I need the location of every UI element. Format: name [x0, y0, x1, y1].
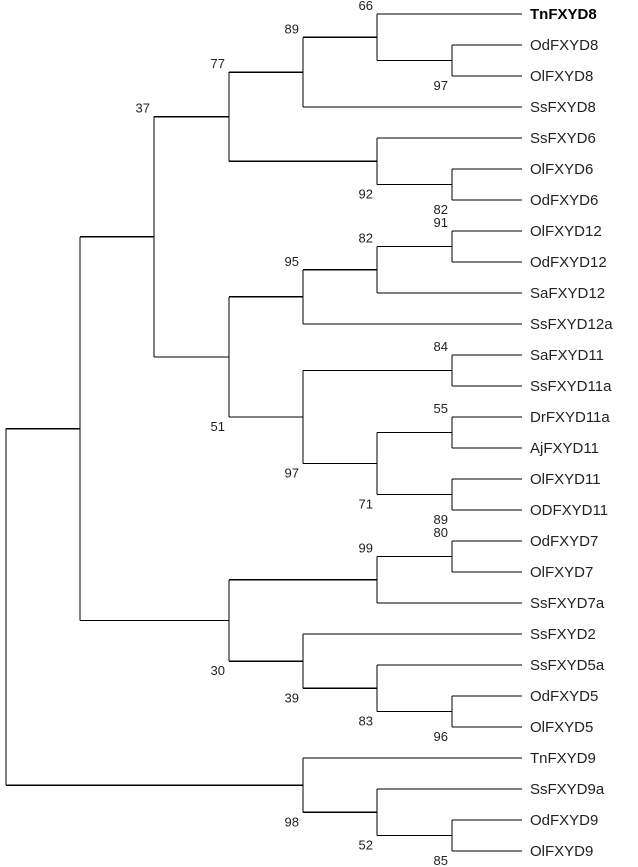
leaf-label: OlFXYD12 — [530, 223, 602, 240]
bootstrap-value: 39 — [285, 690, 299, 705]
leaf-label: ODFXYD11 — [530, 502, 608, 519]
leaf-label: AjFXYD11 — [530, 440, 599, 457]
leaf-label: OdFXYD12 — [530, 254, 607, 271]
leaf-label: OlFXYD8 — [530, 68, 593, 85]
bootstrap-value: 89 — [285, 21, 299, 36]
bootstrap-value: 30 — [211, 663, 225, 678]
leaf-label: OdFXYD8 — [530, 37, 598, 54]
bootstrap-value: 98 — [285, 814, 299, 829]
bootstrap-value: 95 — [285, 254, 299, 269]
leaf-label: OdFXYD7 — [530, 533, 598, 550]
leaf-label: OdFXYD5 — [530, 688, 598, 705]
leaf-label: SsFXYD7a — [530, 595, 605, 612]
leaf-label: SsFXYD8 — [530, 99, 596, 116]
bootstrap-value: 96 — [434, 729, 448, 744]
leaf-label: OlFXYD6 — [530, 161, 593, 178]
bootstrap-value: 51 — [211, 419, 225, 434]
bootstrap-value: 89 — [434, 512, 448, 527]
bootstrap-value: 85 — [434, 853, 448, 867]
bootstrap-value: 66 — [359, 0, 373, 13]
bootstrap-value: 83 — [359, 714, 373, 729]
bootstrap-value: 77 — [211, 56, 225, 71]
bootstrap-value: 91 — [434, 215, 448, 230]
leaf-label: SaFXYD12 — [530, 285, 605, 302]
bootstrap-value: 99 — [359, 541, 373, 556]
bootstrap-value: 92 — [359, 187, 373, 202]
leaf-label: OlFXYD7 — [530, 564, 593, 581]
leaf-label: OlFXYD5 — [530, 719, 593, 736]
leaf-label: DrFXYD11a — [530, 409, 610, 426]
bootstrap-value: 97 — [285, 466, 299, 481]
bootstrap-value: 52 — [359, 838, 373, 853]
bootstrap-value: 82 — [434, 202, 448, 217]
bootstrap-value: 84 — [434, 339, 448, 354]
bootstrap-value: 55 — [434, 401, 448, 416]
leaf-label: SsFXYD6 — [530, 130, 596, 147]
leaf-label: OlFXYD11 — [530, 471, 601, 488]
leaf-label: SsFXYD2 — [530, 626, 596, 643]
leaf-label: SsFXYD11a — [530, 378, 612, 395]
leaf-label: OdFXYD6 — [530, 192, 598, 209]
bootstrap-value: 71 — [359, 497, 373, 512]
bootstrap-values: 9766898292779182958455897197513780999683… — [136, 0, 448, 867]
leaf-label: TnFXYD9 — [530, 750, 596, 767]
bootstrap-value: 37 — [136, 101, 150, 116]
leaf-label: SsFXYD5a — [530, 657, 605, 674]
tree-branches — [5, 13, 522, 852]
bootstrap-value: 80 — [434, 525, 448, 540]
leaf-labels: TnFXYD8OdFXYD8OlFXYD8SsFXYD8SsFXYD6OlFXY… — [530, 6, 613, 860]
leaf-label: OlFXYD9 — [530, 843, 593, 860]
bootstrap-value: 82 — [359, 231, 373, 246]
leaf-label: OdFXYD9 — [530, 812, 598, 829]
bootstrap-value: 97 — [434, 78, 448, 93]
leaf-label: TnFXYD8 — [530, 6, 597, 23]
leaf-label: SsFXYD9a — [530, 781, 605, 798]
leaf-label: SaFXYD11 — [530, 347, 604, 364]
leaf-label: SsFXYD12a — [530, 316, 613, 333]
